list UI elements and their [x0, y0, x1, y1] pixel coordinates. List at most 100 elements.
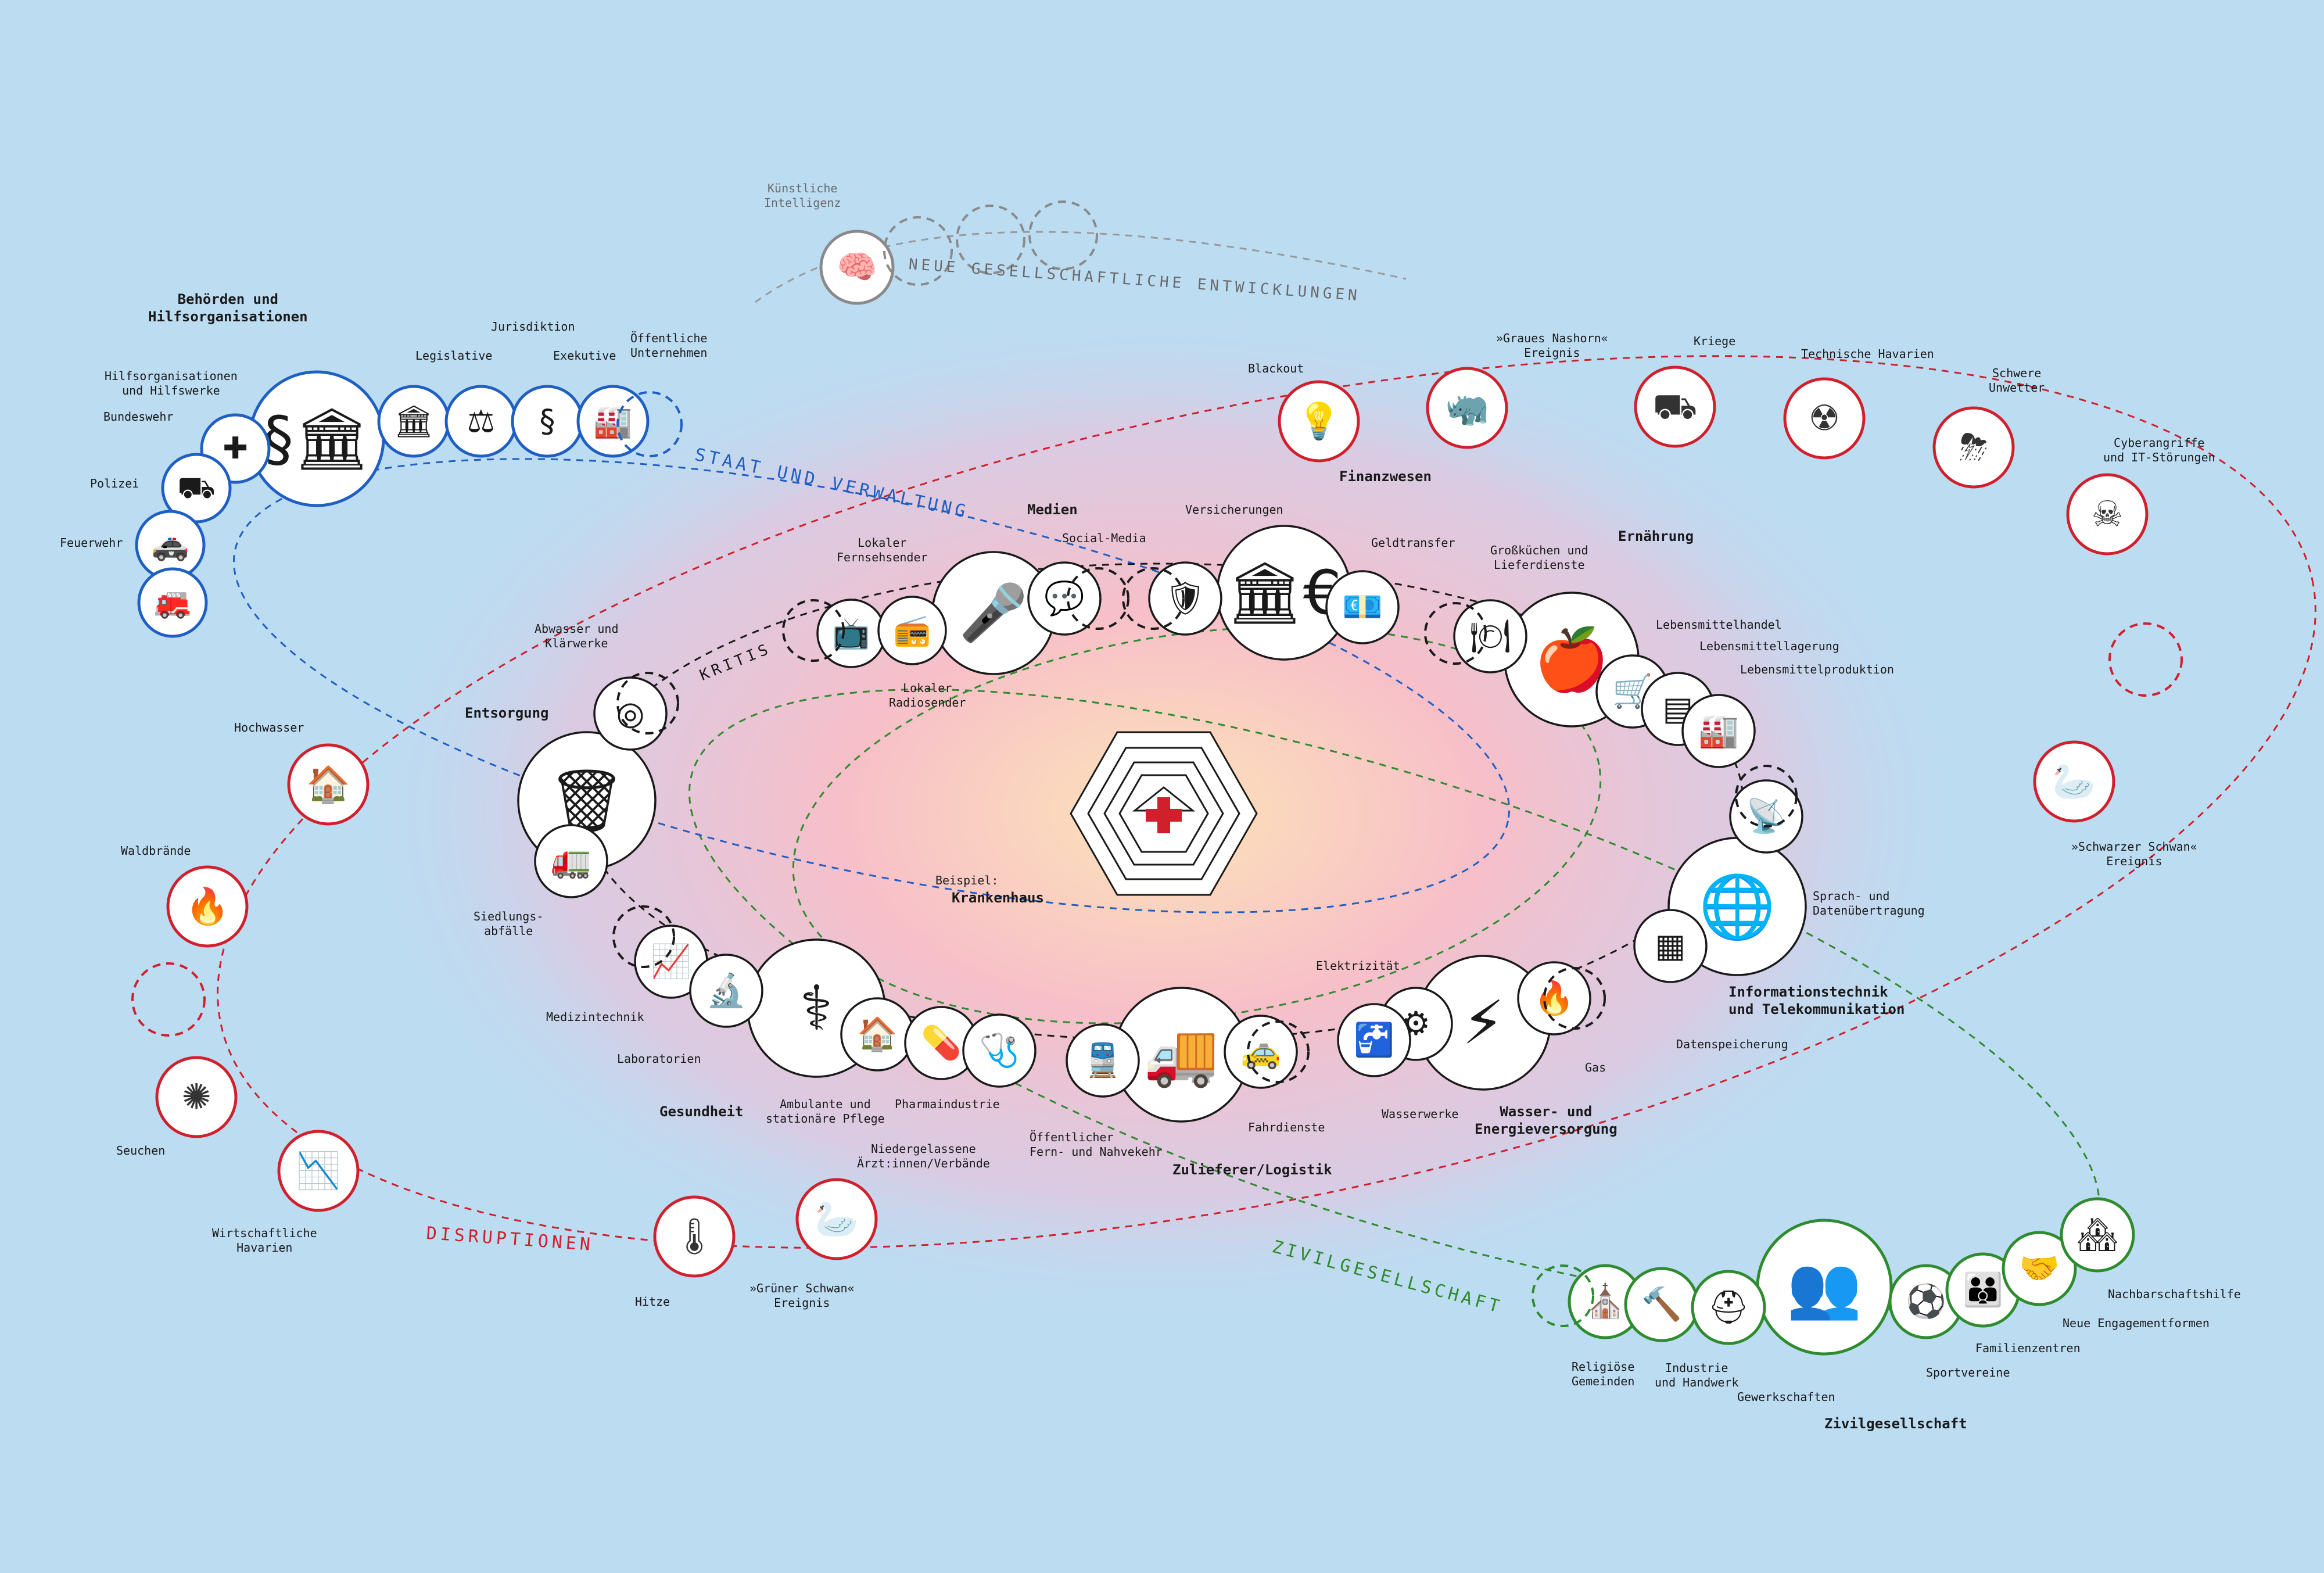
- ki-node-icon: 🧠: [819, 230, 895, 305]
- label-seuchen: Seuchen: [116, 1144, 166, 1158]
- aerzte-node-icon: 🩺: [962, 1013, 1037, 1088]
- staat-orbit: [232, 458, 1511, 913]
- familie-node-icon-glyph: 👪: [1963, 1271, 2003, 1309]
- neue-orbit: [755, 231, 1407, 303]
- neue-empty-slot-2: [956, 205, 1025, 274]
- jurisdiktion-node-icon-glyph: ⚖: [467, 403, 495, 440]
- havarien-node-icon: ☢: [1783, 377, 1866, 460]
- religion-node-icon-glyph: ⛪: [1585, 1282, 1626, 1321]
- label-elektrizitaet: Elektrizität: [1316, 959, 1400, 973]
- label-fahrdienste: Fahrdienste: [1248, 1120, 1325, 1134]
- hochwasser-node-icon-circle: [287, 743, 370, 826]
- gas-node-icon: 🔥: [1517, 961, 1591, 1035]
- radio-node-icon-glyph: 📻: [894, 613, 931, 648]
- wasserwerke-node-icon-glyph: 🚰: [1354, 1022, 1394, 1059]
- hochwasser-node-icon-glyph: 🏠: [306, 764, 350, 805]
- labor-node-icon-circle: [689, 954, 763, 1028]
- produktion-node-icon: 🏭: [1681, 694, 1756, 768]
- abwasser-node-icon: ◎: [593, 676, 668, 751]
- gas-node-icon-glyph: 🔥: [1534, 980, 1575, 1017]
- versicherungen-node-icon: 🛡: [1148, 561, 1222, 636]
- label-aerzte: Niedergelassene Ärzt:innen/Verbände: [857, 1142, 990, 1170]
- label-unwetter: Schwere Unwetter: [1989, 366, 2045, 395]
- entsorgung-empty-slot-circle: [616, 672, 679, 734]
- label-nashorn: »Graues Nashorn« Ereignis: [1496, 331, 1608, 360]
- kuechen-node-icon-glyph: 🍽: [1469, 618, 1511, 655]
- schwarz-node-icon-circle: [2033, 740, 2115, 823]
- disruption-empty-slot-1: [2108, 622, 2183, 697]
- wirtschaft-node-icon: 📉: [277, 1130, 360, 1212]
- versicherungen-node-icon-circle: [1148, 561, 1222, 636]
- industrie-node-icon: 🔨: [1624, 1267, 1699, 1342]
- sprache-node-icon-circle: [1729, 779, 1803, 854]
- nachbarschaft-node-icon: 🏘: [2060, 1197, 2135, 1273]
- waldbraende-node-icon: 🔥: [166, 865, 249, 948]
- sport-node-icon-glyph: ⚽: [1905, 1283, 1946, 1321]
- logistik-title: Zulieferer/Logistik: [1172, 1162, 1332, 1178]
- siedlung-node-icon-glyph: 🚛: [551, 843, 591, 880]
- label-gewerkschaften: Gewerkschaften: [1737, 1390, 1835, 1404]
- medizintechnik-node-icon-glyph: 📈: [651, 943, 691, 981]
- sprache-node-icon: 📡: [1729, 779, 1803, 854]
- label-sprache: Sprach- und Datenübertragung: [1813, 889, 1925, 918]
- label-gruen: »Grüner Schwan« Ereignis: [749, 1281, 855, 1310]
- social-node-icon: 💬: [1027, 561, 1102, 636]
- entsorgung-node-icon-glyph: 🗑: [548, 765, 626, 837]
- oepnv-node-icon-glyph: 🚆: [1082, 1042, 1123, 1080]
- label-havarien: Technische Havarien: [1801, 347, 1934, 361]
- geldtransfer-node-icon-circle: [1325, 570, 1400, 644]
- unwetter-node-icon-circle: [1932, 406, 2015, 489]
- engagement-node-icon: 🤝: [2002, 1231, 2077, 1306]
- seuchen-node-icon: ✺: [155, 1056, 238, 1138]
- legislative-node-icon-glyph: 🏛: [394, 403, 434, 440]
- entsorgung-title: Entsorgung: [465, 705, 549, 721]
- label-legislative: Legislative: [415, 349, 493, 363]
- familie-node-icon: 👪: [1945, 1252, 2021, 1328]
- center-label-line2: Krankenhaus: [952, 890, 1044, 906]
- label-speicher: Datenspeicherung: [1676, 1037, 1788, 1051]
- label-social: Social-Media: [1062, 531, 1146, 545]
- blackout-node-icon-glyph: 💡: [1297, 401, 1341, 442]
- neue-empty-slot-3-circle: [1028, 200, 1098, 270]
- label-wasserwerke: Wasserwerke: [1382, 1107, 1459, 1121]
- schwarz-node-icon: 🦢: [2033, 740, 2115, 823]
- label-siedlung: Siedlungs- abfälle: [474, 909, 544, 938]
- finanz-title: Finanzwesen: [1339, 468, 1432, 485]
- feuerwehr-node-icon-glyph: 🚒: [154, 585, 192, 620]
- label-hilfsorg: Hilfsorganisationen und Hilfswerke: [105, 369, 238, 397]
- label-pflege: Ambulante und stationäre Pflege: [766, 1097, 885, 1126]
- engagement-node-icon-glyph: 🤝: [2019, 1250, 2060, 1288]
- exekutive-node-icon-glyph: §: [540, 403, 555, 440]
- medien-node-icon-glyph: 🎤: [959, 579, 1028, 645]
- gas-node-icon-circle: [1517, 961, 1591, 1035]
- finanz-empty-slot-circle: [1122, 567, 1185, 630]
- fernsehen-node-icon-glyph: 📺: [833, 616, 870, 651]
- label-feuerwehr: Feuerwehr: [60, 536, 123, 550]
- cyber-node-icon-glyph: ☠: [2092, 494, 2124, 535]
- gesundheit-node-icon-glyph: ⚕: [799, 973, 833, 1044]
- wasserwerke-node-icon-circle: [1337, 1003, 1411, 1077]
- zivil-empty-slot: [1532, 1264, 1594, 1327]
- ernaehrung-empty-slot: [1424, 602, 1487, 665]
- blackout-node-icon-circle: [1278, 380, 1360, 463]
- behoerden-node-icon-glyph: §🏛: [263, 403, 370, 474]
- unwetter-node-icon: ⛈: [1932, 406, 2015, 489]
- produktion-node-icon-circle: [1681, 694, 1756, 768]
- waldbraende-node-icon-glyph: 🔥: [185, 886, 229, 927]
- industrie-node-icon-glyph: 🔨: [1641, 1286, 1682, 1324]
- label-radio: Lokaler Radiosender: [889, 681, 966, 710]
- label-oepnv: Öffentlicher Fern- und Nahvekehr: [1030, 1130, 1163, 1159]
- zivil-node-icon: 👥: [1756, 1219, 1893, 1356]
- medien-empty-slot-circle: [782, 599, 845, 662]
- logistik-empty-slot-circle: [1247, 1020, 1310, 1083]
- label-versicherungen: Versicherungen: [1185, 503, 1283, 517]
- neue-empty-slot-3: [1028, 200, 1098, 270]
- disruption-empty-slot-2: [131, 962, 206, 1037]
- label-bundeswehr: Bundeswehr: [103, 410, 174, 424]
- label-lagerung: Lebensmittellagerung: [1699, 639, 1839, 653]
- hitze-node-icon-circle: [653, 1195, 736, 1278]
- zivil-empty-slot-circle: [1532, 1264, 1594, 1327]
- neue-empty-slot-1: [883, 216, 953, 286]
- label-schwarz: »Schwarzer Schwan« Ereignis: [2071, 840, 2197, 868]
